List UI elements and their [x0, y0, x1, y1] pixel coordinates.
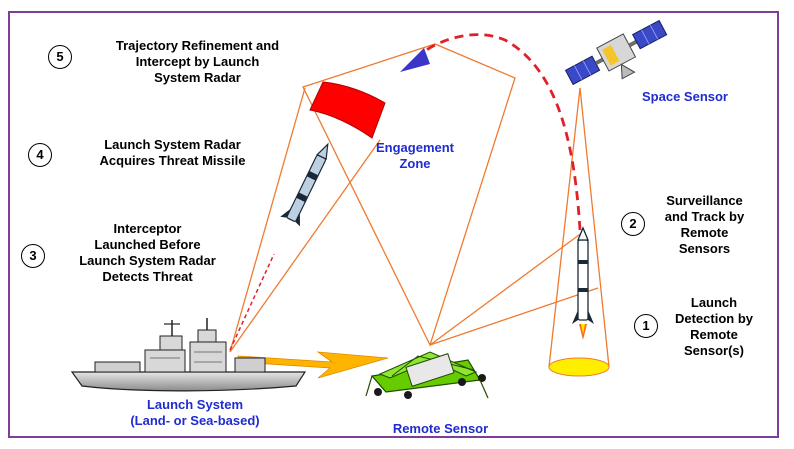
threat-missile-icon [572, 226, 594, 340]
step-1-text: Launch Detection by Remote Sensor(s) [674, 295, 753, 358]
step-number-1: 1 [634, 314, 658, 338]
step-number-4: 4 [28, 143, 52, 167]
step-5-text: Trajectory Refinement and Intercept by L… [115, 38, 280, 85]
interceptor-missile-icon [280, 142, 329, 227]
interceptor-trail [229, 253, 275, 351]
space-sensor-label: Space Sensor [642, 89, 728, 104]
diagram-frame [8, 11, 779, 438]
launch-system-label: Launch System (Land- or Sea-based) [130, 397, 260, 428]
launch-flash-ellipse [548, 357, 610, 377]
remote-sensor-beams [302, 43, 599, 347]
engagement-zone-shape [309, 81, 386, 139]
step-number-5: 5 [48, 45, 72, 69]
remote-sensor-label: Remote Sensor [392, 421, 489, 436]
remote-sensor-icon [365, 351, 489, 399]
ship-icon [70, 318, 307, 392]
step-3-text: Interceptor Launched Before Launch Syste… [79, 221, 216, 284]
threat-trajectory [419, 33, 582, 231]
trajectory-arrowhead [400, 48, 430, 72]
satellite-icon [564, 19, 668, 86]
space-sensor-cone [548, 87, 610, 377]
step-number-2: 2 [621, 212, 645, 236]
step-4-text: Launch System Radar Acquires Threat Miss… [99, 137, 246, 168]
step-number-3: 3 [21, 244, 45, 268]
ship-radar-beams [229, 87, 381, 353]
step-2-text: Surveillance and Track by Remote Sensors [664, 193, 745, 256]
engagement-zone-label: Engagement Zone [375, 140, 454, 171]
